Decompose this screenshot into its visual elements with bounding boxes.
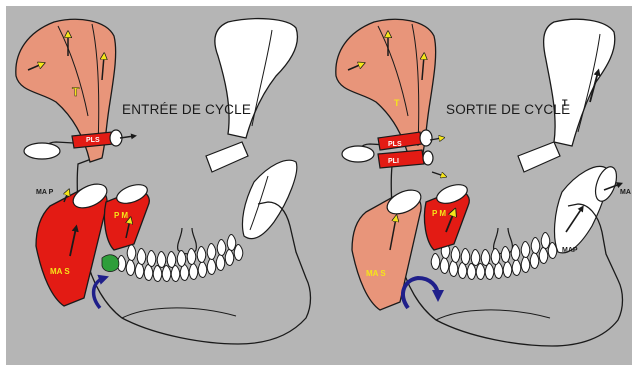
right-condyle [342, 146, 374, 162]
right-panel-title: SORTIE DE CYCLE [446, 102, 570, 117]
right-temporalis-label: T [394, 98, 400, 108]
left-bolus [102, 255, 119, 272]
right-ma-edge-label: MA [620, 189, 631, 196]
right-pm-label: P M [432, 209, 446, 218]
left-map-label: MA P [36, 189, 54, 196]
left-temporalis-label: T [72, 85, 80, 99]
left-pls-label: PLS [86, 137, 100, 144]
left-condyle [24, 143, 60, 159]
mastication-cycle-figure: T PLS MA P MA S P M ENTRÉE DE CYCLE [6, 6, 632, 365]
right-map-label: MAP [562, 247, 578, 254]
right-mas-label: MA S [366, 269, 386, 278]
right-pli-label: PLI [388, 158, 399, 165]
left-pm-label: P M [114, 211, 128, 220]
left-mas-label: MA S [50, 267, 70, 276]
right-pls-label: PLS [388, 141, 402, 148]
left-panel-title: ENTRÉE DE CYCLE [122, 102, 251, 117]
